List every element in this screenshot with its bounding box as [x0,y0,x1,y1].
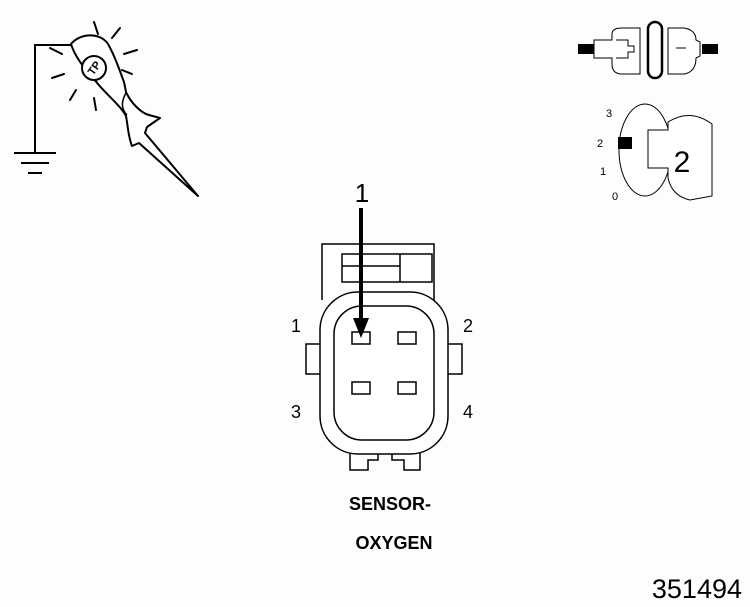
ignition-position-3: 3 [606,108,612,120]
connector-title-line2: OXYGEN [355,533,432,553]
ground-icon [14,152,56,174]
test-light-group: TP [14,21,199,197]
ignition-key-number: 2 [674,146,691,179]
light-rays-icon [49,21,138,111]
connector-title-line1: SENSOR- [349,494,431,514]
ground-wire [34,44,72,152]
callout-arrow: 1 [353,178,369,338]
probe-groove [121,92,128,116]
connector-latch [341,253,433,283]
figure-id: 351494 [652,574,742,604]
connector-foot-right [391,450,421,471]
pin-label-1: 1 [291,316,301,336]
ignition-key-head [647,115,713,201]
connector-foot-left [349,450,379,471]
ignition-position-2: 2 [597,138,603,150]
arrowhead-icon [353,318,369,338]
disconnect-connector-icon [578,20,718,80]
terminal-4 [397,381,417,395]
pin-label-2: 2 [463,316,473,336]
test-light-lamp [81,55,107,81]
pin-label-4: 4 [463,402,473,422]
terminal-2 [397,331,417,345]
connector-inner-cavity [333,305,435,441]
ignition-key-icon: 2 3 2 1 0 [597,103,713,203]
terminal-3 [351,381,371,395]
callout-number: 1 [355,178,369,208]
oxygen-sensor-connector [305,243,463,471]
ignition-position-marker [618,137,632,149]
ignition-position-1: 1 [600,166,606,178]
pin-label-3: 3 [291,402,301,422]
ignition-position-0: 0 [612,191,618,203]
